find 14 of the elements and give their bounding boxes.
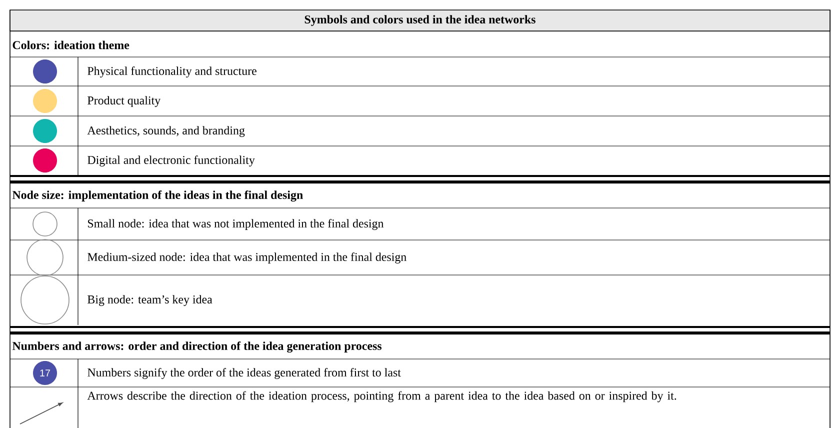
number-badge: 17 — [33, 361, 57, 385]
legend-text: Physical functionality and structure — [88, 66, 256, 78]
section-header: Colors: ideation theme — [12, 40, 130, 50]
legend-text: Small node: idea that was not implemented in the final design — [88, 219, 384, 230]
section-header: Numbers and arrows: order and direction of the idea generation process — [12, 341, 382, 353]
legend-text: Arrows describe the direction of the ideation process, pointing from a parent idea to the idea based on or inspired by it. — [87, 391, 676, 402]
legend-text: Product quality — [88, 96, 161, 107]
legend-text: Numbers signify the order of the ideas generated from first to last — [88, 368, 401, 379]
legend-text: Aesthetics, sounds, and branding — [87, 126, 245, 137]
legend-text: Medium-sized node: idea that was implemented in the final design — [88, 252, 406, 264]
table-title: Symbols and colors used in the idea networks — [10, 10, 830, 32]
section-header: Node size: implementation of the ideas in the final design — [12, 190, 303, 202]
legend-text: Digital and electronic functionality — [88, 156, 255, 166]
legend-text: Big node: team’s key idea — [88, 295, 212, 306]
